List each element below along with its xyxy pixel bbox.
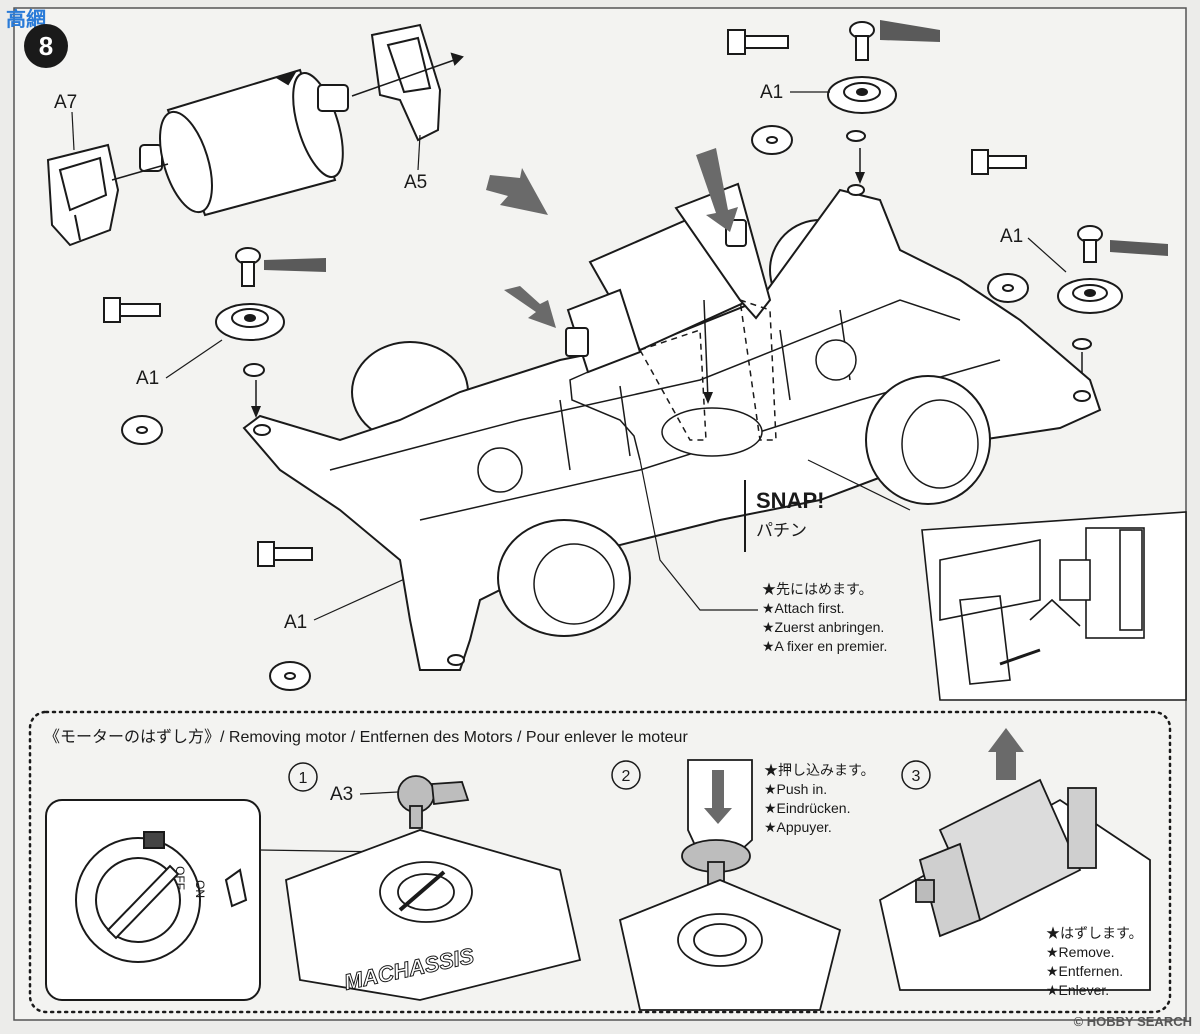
- remove-note-de: ★Entfernen.: [1046, 963, 1123, 979]
- remove-note-en: ★Remove.: [1046, 944, 1115, 960]
- removing-motor-header: 《モーターのはずし方》/ Removing motor / Entfernen …: [44, 728, 688, 746]
- removal-step-2: 2 ★押し込みます。 ★Push in. ★Eindrücken. ★Appuy…: [611, 759, 875, 1011]
- motor-switch-hole: [661, 407, 763, 457]
- remove-note-fr: ★Enlever.: [1046, 982, 1109, 998]
- a7-bracket: [46, 143, 120, 247]
- snap-label: SNAP!: [756, 488, 824, 513]
- push-note-ja: ★押し込みます。: [764, 762, 875, 778]
- switch-mark-on: ON: [193, 880, 207, 898]
- direction-arrows: [486, 148, 738, 328]
- attach-first-note: ★先にはめます。 ★Attach first. ★Zuerst anbringe…: [762, 581, 887, 654]
- step-1-number: 1: [299, 770, 308, 787]
- removal-step-1: 1 A3 MACHASSIS: [285, 762, 582, 1001]
- watermark-bottom: © HOBBY SEARCH: [1074, 1014, 1192, 1029]
- front-right-roller-stack: [727, 21, 897, 155]
- attach-note-en: ★Attach first.: [762, 600, 845, 616]
- step-3-number: 3: [912, 768, 921, 785]
- push-note-en: ★Push in.: [764, 781, 827, 797]
- step-2-number: 2: [622, 768, 631, 785]
- switch-mark-off: OFF: [173, 866, 187, 890]
- removing-motor-box: [28, 710, 1172, 1014]
- label-a7: A7: [54, 92, 77, 113]
- label-a1-left: A1: [136, 368, 159, 389]
- label-a1-top-right: A1: [760, 82, 783, 103]
- motor-inserted: [565, 182, 777, 461]
- label-a5: A5: [404, 172, 427, 193]
- a5-bracket: [370, 23, 442, 142]
- snap-label-ja: パチン: [756, 521, 807, 540]
- step-number-badge: 8: [24, 24, 68, 68]
- label-a1-bottom: A1: [284, 612, 307, 633]
- label-a3: A3: [330, 784, 353, 805]
- lift-arrow: [988, 728, 1024, 780]
- switch-zoom-inset: [45, 799, 261, 1001]
- attach-note-ja: ★先にはめます。: [762, 581, 873, 597]
- detail-inset: [921, 511, 1187, 701]
- remove-note-ja: ★はずします。: [1046, 925, 1143, 941]
- step-number: 8: [39, 31, 53, 61]
- push-note-de: ★Eindrücken.: [764, 800, 850, 816]
- label-a1-right: A1: [1000, 226, 1023, 247]
- motor-assembly-exploded: [46, 23, 464, 247]
- attach-note-fr: ★A fixer en premier.: [762, 638, 887, 654]
- attach-note-de: ★Zuerst anbringen.: [762, 619, 884, 635]
- motor-end-gear: [317, 84, 349, 112]
- side-screw-top: [727, 29, 746, 55]
- front-left-roller-stack: [103, 247, 285, 445]
- chassis: [242, 184, 1102, 671]
- screwdriver-hint-top: [880, 20, 940, 42]
- push-note-fr: ★Appuyer.: [764, 819, 832, 835]
- rear-right-roller-stack: [971, 149, 1123, 350]
- removal-step-3: 3 ★はずします。 ★Remove. ★Entfernen. ★Enlever.: [878, 728, 1151, 998]
